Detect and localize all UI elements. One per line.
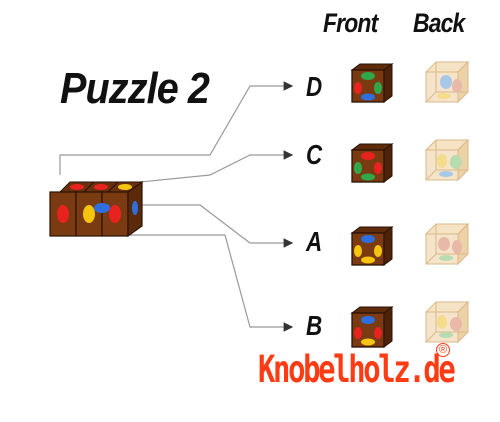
cube-front-d-icon[interactable] (348, 62, 396, 106)
connector-line-d (59, 81, 294, 175)
option-c-label: C (306, 139, 323, 170)
cube-front-a-icon[interactable] (348, 225, 396, 269)
front-column-header: Front (323, 8, 378, 38)
registered-mark: ® (436, 343, 450, 357)
puzzle-block-icon (49, 180, 144, 238)
cube-back-c-icon[interactable] (422, 138, 474, 184)
cube-back-d-icon[interactable] (422, 60, 474, 106)
cube-front-c-icon[interactable] (348, 142, 396, 186)
brand-watermark: Knobelholz.de (258, 348, 456, 391)
cube-front-b-icon[interactable] (348, 305, 396, 351)
option-b-label: B (306, 310, 323, 341)
connector-line-c (109, 150, 294, 186)
puzzle-title: Puzzle 2 (60, 64, 210, 113)
option-a-label: A (306, 226, 323, 257)
cube-back-a-icon[interactable] (422, 222, 474, 268)
cube-back-b-icon[interactable] (422, 300, 474, 346)
option-d-label: D (306, 71, 323, 102)
back-column-header: Back (413, 8, 465, 38)
connector-line-b (110, 234, 294, 332)
connector-line-a (140, 204, 294, 248)
